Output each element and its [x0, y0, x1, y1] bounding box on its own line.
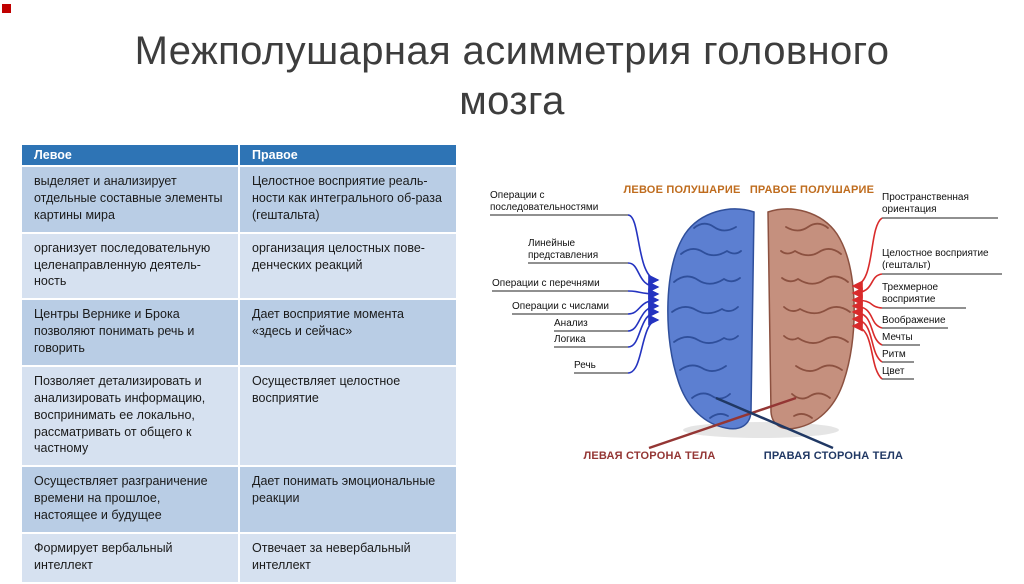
brain-shadow: [683, 422, 839, 438]
slide-corner-marker: [2, 4, 11, 13]
table-header-row: Левое Правое: [20, 143, 458, 167]
slide-title: Межполушарная асимметрия головного мозга: [134, 29, 890, 123]
table-cell-right: Дает понимать эмоциональные реакции: [238, 465, 458, 534]
right-function-label: Ритм: [882, 349, 906, 360]
right-hemisphere-shape: [767, 208, 855, 430]
label-underlines: [490, 214, 1002, 380]
table-cell-left: выделяет и анализирует отдельные составн…: [20, 165, 240, 234]
table-row: Центры Вернике и Брока позволяют понимат…: [20, 298, 458, 367]
left-function-label: Операции с перечнями: [492, 278, 600, 289]
table-cell-right: Дает восприятие момента «здесь и сейчас»: [238, 298, 458, 367]
right-function-label: Мечты: [882, 332, 913, 343]
right-function-label: Пространственная ориентация: [882, 192, 969, 215]
table-row: выделяет и анализирует отдельные составн…: [20, 165, 458, 234]
table-cell-right: Целостное восприятие реаль-ности как инт…: [238, 165, 458, 234]
left-connector-arrows: [627, 214, 660, 374]
table-row: Формирует вербальный интеллект Отвечает …: [20, 531, 458, 584]
table-cell-left: Позволяет детализировать и анализировать…: [20, 364, 240, 468]
left-function-label: Операции с последовательностями: [490, 190, 599, 213]
left-function-label: Операции с числами: [512, 301, 609, 312]
table-header-left: Левое: [20, 143, 240, 167]
table-cell-right: Отвечает за невербальный интеллект: [238, 531, 458, 584]
left-hemisphere-title: ЛЕВОЕ ПОЛУШАРИЕ: [623, 184, 741, 196]
right-body-side-label: ПРАВАЯ СТОРОНА ТЕЛА: [763, 450, 904, 462]
right-function-label: Целостное восприятие (гештальт): [882, 248, 989, 271]
table-row: организует последовательную целенаправле…: [20, 231, 458, 301]
right-body-to-left-hemisphere-line: [715, 396, 834, 450]
table-row: Позволяет детализировать и анализировать…: [20, 364, 458, 468]
table-cell-left: Центры Вернике и Брока позволяют понимат…: [20, 298, 240, 367]
left-function-label: Логика: [554, 334, 586, 345]
left-function-label: Анализ: [554, 318, 588, 329]
left-hemisphere-gyri: [671, 222, 742, 419]
left-body-to-right-hemisphere-line: [648, 396, 797, 450]
right-function-label: Цвет: [882, 366, 905, 377]
table-cell-left: Формирует вербальный интеллект: [20, 531, 240, 584]
brain-diagram-graphics: [490, 208, 1002, 450]
brain-diagram: ЛЕВОЕ ПОЛУШАРИЕ ПРАВОЕ ПОЛУШАРИЕ Операци…: [478, 162, 1024, 492]
table-header-right: Правое: [238, 143, 458, 167]
table-row: Осуществляет разграничение времени на пр…: [20, 465, 458, 534]
left-function-label: Линейные представления: [528, 238, 599, 261]
right-hemisphere-title: ПРАВОЕ ПОЛУШАРИЕ: [749, 184, 875, 196]
table-cell-left: Осуществляет разграничение времени на пр…: [20, 465, 240, 534]
brain-illustration: [667, 208, 855, 438]
crossed-body-lines: [648, 396, 834, 450]
right-function-label: Трехмерное восприятие: [882, 282, 939, 305]
left-body-side-label: ЛЕВАЯ СТОРОНА ТЕЛА: [583, 450, 716, 462]
left-function-label: Речь: [574, 360, 596, 371]
right-hemisphere-gyri: [780, 222, 851, 419]
right-function-label: Воображение: [882, 315, 946, 326]
hemisphere-comparison-table: Левое Правое выделяет и анализирует отде…: [20, 143, 458, 584]
table-cell-right: Осуществляет целостное восприятие: [238, 364, 458, 468]
table-cell-left: организует последовательную целенаправле…: [20, 231, 240, 301]
right-connector-arrows: [851, 217, 883, 380]
left-hemisphere-shape: [667, 208, 755, 430]
table-cell-right: организация целостных пове-денческих реа…: [238, 231, 458, 301]
